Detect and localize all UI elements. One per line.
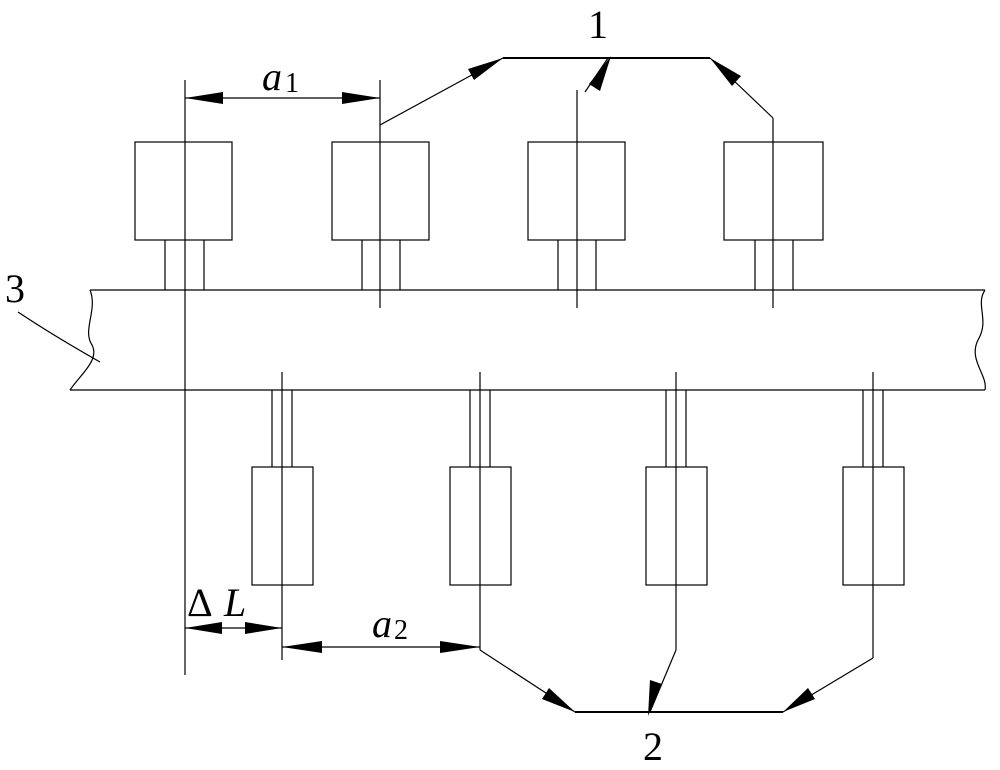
upper-unit-2 [331, 80, 430, 308]
main-beam [69, 289, 986, 391]
leader-1: 1 [379, 2, 774, 126]
label-part-3: 3 [5, 266, 25, 311]
label-part-1: 1 [588, 2, 608, 47]
upper-unit-4 [723, 118, 824, 308]
dimension-delta-l: Δ L [185, 580, 282, 634]
dimension-a1: a 1 [185, 54, 380, 104]
delta-symbol: Δ [187, 580, 213, 625]
dim-a2-symbol: a [372, 601, 392, 646]
dim-a1-subscript: 1 [285, 68, 299, 99]
leader-2: 2 [479, 649, 874, 769]
delta-l-letter: L [223, 580, 246, 625]
upper-unit-1 [134, 80, 233, 675]
leader-3: 3 [5, 266, 101, 363]
dim-a2-subscript: 2 [394, 615, 408, 646]
lower-unit-2 [449, 372, 512, 650]
label-part-2: 2 [643, 724, 663, 769]
upper-unit-3 [527, 90, 626, 308]
dimension-a2: a 2 [282, 601, 480, 653]
lower-unit-1 [251, 372, 314, 660]
dim-a1-symbol: a [262, 54, 282, 99]
lower-unit-4 [842, 372, 905, 658]
lower-unit-3 [645, 372, 708, 650]
